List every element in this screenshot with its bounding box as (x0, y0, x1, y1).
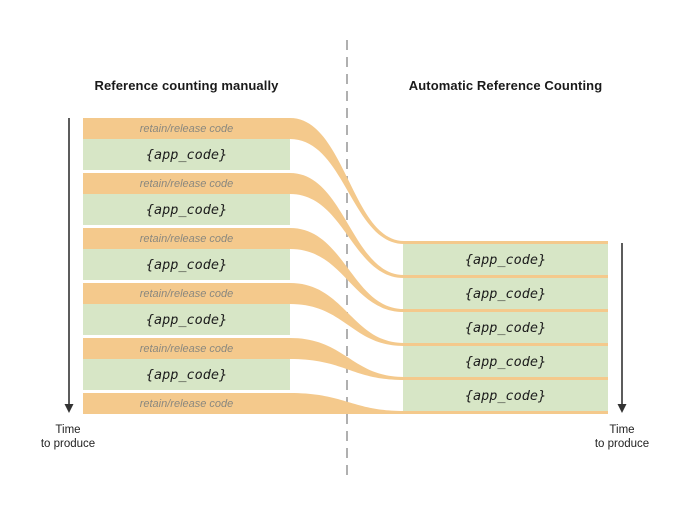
retain-release-bar: retain/release code (83, 228, 290, 249)
retain-release-bar: retain/release code (83, 118, 290, 139)
time-label-line1: Time (609, 424, 635, 436)
left-time-axis-label: Time to produce (20, 423, 116, 451)
app-code-bar: {app_code} (83, 359, 290, 390)
arc-column: {app_code} {app_code} {app_code} {app_co… (403, 241, 608, 414)
left-time-down-arrow-icon (64, 118, 74, 413)
time-label-line1: Time (55, 424, 81, 436)
app-code-bar: {app_code} (83, 304, 290, 335)
manual-column: retain/release code {app_code} retain/re… (83, 118, 290, 414)
app-code-bar: {app_code} (83, 139, 290, 170)
app-code-bar: {app_code} (83, 249, 290, 280)
app-code-bar: {app_code} (83, 194, 290, 225)
retain-release-flow-band-1 (290, 118, 608, 244)
arc-column-title: Automatic Reference Counting (408, 78, 603, 93)
app-code-bar: {app_code} (403, 312, 608, 343)
right-time-down-arrow-icon (617, 243, 627, 413)
app-code-bar: {app_code} (403, 346, 608, 377)
app-code-bar: {app_code} (403, 278, 608, 309)
right-time-axis-label: Time to produce (574, 423, 670, 451)
manual-column-title: Reference counting manually (94, 78, 279, 93)
retain-release-bar: retain/release code (83, 338, 290, 359)
time-label-line2: to produce (40, 438, 96, 450)
time-label-line2: to produce (594, 438, 650, 450)
app-code-bar: {app_code} (403, 244, 608, 275)
retain-release-bar: retain/release code (83, 173, 290, 194)
app-code-bar: {app_code} (403, 380, 608, 411)
retain-release-bar: retain/release code (83, 283, 290, 304)
retain-release-flow-band-6 (290, 393, 608, 414)
retain-release-bar: retain/release code (83, 393, 290, 414)
